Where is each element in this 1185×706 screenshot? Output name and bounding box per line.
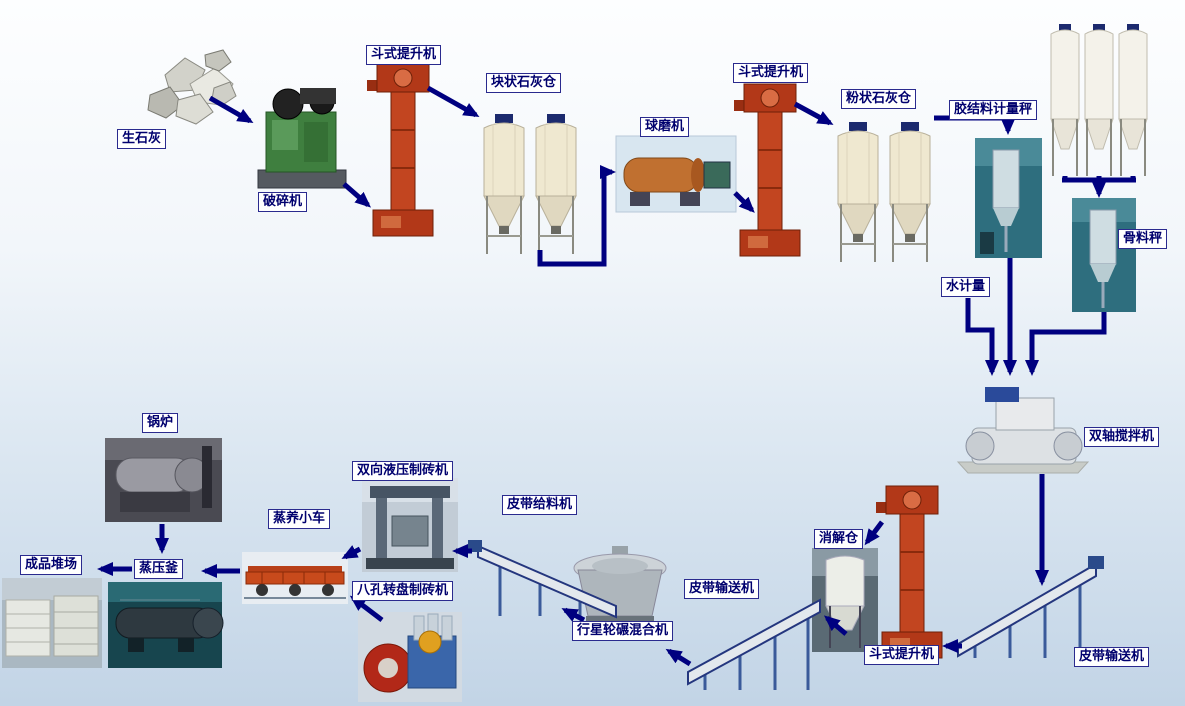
binder-metering-scale-photo	[975, 138, 1042, 258]
autoclave-photo	[108, 582, 224, 668]
arrow-water-to-mixer	[965, 298, 999, 376]
arrow-rotary-press-to-trolley	[349, 595, 384, 622]
boiler-photo	[105, 438, 222, 522]
powder-lime-silo-photo	[837, 121, 931, 263]
label-autoclave: 蒸压釜	[134, 559, 184, 579]
belt-conveyor-1-photo	[957, 556, 1104, 658]
arrow-digestion-silo-to-conveyor2	[823, 615, 848, 636]
label-product-yard: 成品堆场	[20, 555, 83, 575]
label-planetary-wheel-mixer: 行星轮碾混合机	[572, 621, 674, 641]
planetary-wheel-mixer-photo	[573, 546, 667, 626]
digestion-silo-photo	[812, 548, 878, 652]
label-lump-lime-silo: 块状石灰仓	[486, 73, 562, 93]
label-twin-shaft-mixer: 双轴搅拌机	[1084, 427, 1160, 447]
rotary-disc-brick-machine-photo	[358, 612, 462, 702]
arrow-aggregate-scale-to-mixer	[1025, 312, 1107, 376]
label-rotary-disc-brick-machine: 八孔转盘制砖机	[352, 581, 454, 601]
flow-arrows	[97, 85, 1136, 667]
bucket-elevator-1-photo	[366, 63, 434, 237]
hydraulic-brick-machine-photo	[362, 478, 458, 572]
quicklime-pile-photo	[147, 49, 237, 125]
label-powder-lime-silo: 粉状石灰仓	[841, 89, 917, 109]
label-digestion-silo: 消解仓	[814, 529, 864, 549]
label-bucket-elevator-1: 斗式提升机	[366, 45, 442, 65]
belt-conveyor-2-photo	[687, 598, 821, 690]
arrow-hydraulic-press-to-trolley	[341, 545, 362, 560]
label-crusher: 破碎机	[258, 192, 308, 212]
label-belt-feeder: 皮带给料机	[502, 495, 578, 515]
label-curing-trolley: 蒸养小车	[268, 509, 331, 529]
label-bucket-elevator-3: 斗式提升机	[864, 645, 940, 665]
label-belt-conveyor-2: 皮带输送机	[684, 579, 760, 599]
arrow-elevator1-to-lump-silo	[426, 85, 480, 118]
arrow-elevator3-to-digestion-silo	[864, 520, 884, 546]
arrow-elevator2-to-powder-silo	[793, 101, 834, 126]
arrow-ball-mill-to-elevator2	[733, 191, 755, 213]
label-ball-mill: 球磨机	[640, 117, 690, 137]
label-hydraulic-brick-machine: 双向液压制砖机	[352, 461, 454, 481]
product-yard-photo	[2, 578, 102, 668]
label-bucket-elevator-2: 斗式提升机	[733, 63, 809, 83]
label-belt-conveyor-1: 皮带输送机	[1074, 647, 1150, 667]
bucket-elevator-2-photo	[733, 83, 801, 257]
twin-shaft-mixer-photo	[956, 387, 1090, 474]
arrow-quicklime-to-crusher	[208, 95, 254, 124]
bucket-elevator-3-photo	[875, 485, 943, 659]
arrow-conveyor2-to-planetary-mixer	[665, 648, 692, 667]
label-aggregate-scale: 骨料秤	[1118, 229, 1168, 249]
arrow-lump-silo-to-ball-mill	[537, 165, 616, 267]
aggregate-scale-photo	[1072, 198, 1136, 312]
arrow-planetary-mixer-to-belt-feeder	[561, 607, 586, 623]
crusher-photo	[257, 88, 347, 189]
label-quicklime: 生石灰	[117, 129, 167, 149]
curing-trolley-photo	[242, 552, 348, 604]
lump-lime-silo-photo	[483, 113, 577, 255]
label-water-metering: 水计量	[941, 277, 991, 297]
label-binder-metering-scale: 胶结料计量秤	[949, 100, 1038, 120]
label-boiler: 锅炉	[142, 413, 179, 433]
silo-collector-line	[1062, 176, 1136, 183]
aggregate-silos-photo	[1050, 23, 1148, 177]
belt-feeder-photo	[468, 540, 617, 619]
arrow-crusher-to-elevator1	[342, 182, 372, 208]
ball-mill-photo	[615, 135, 737, 213]
